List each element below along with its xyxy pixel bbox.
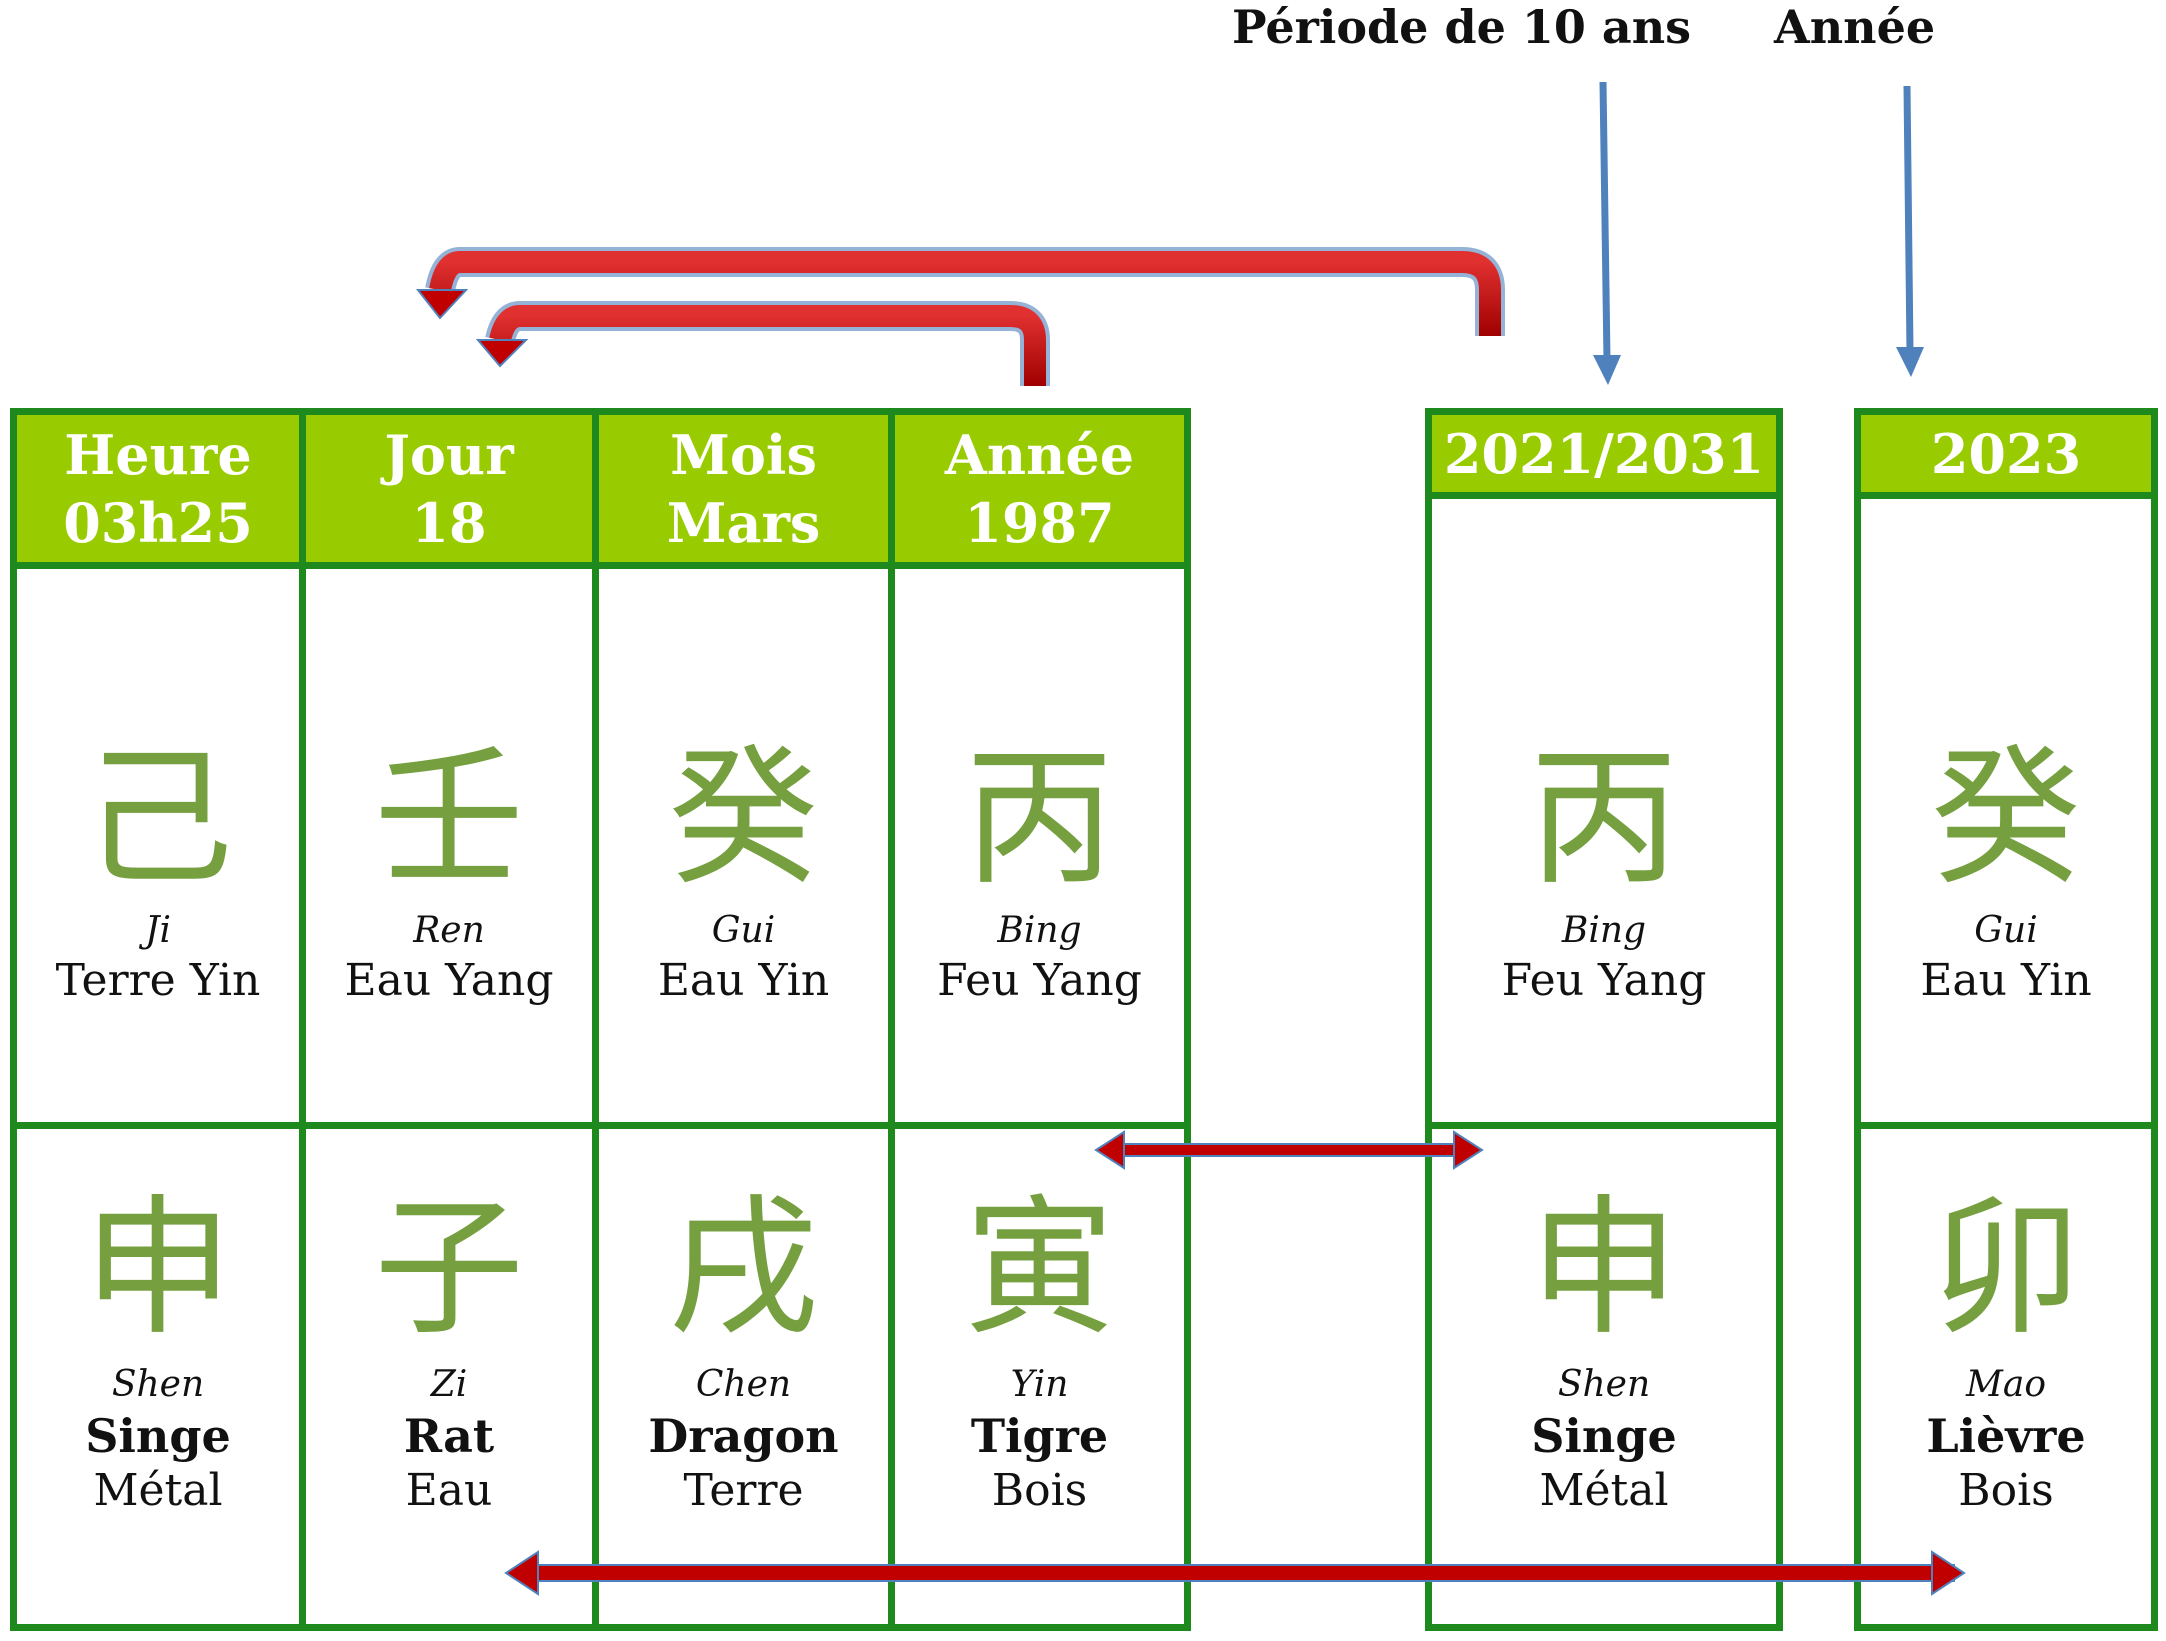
branch-element: Eau <box>405 1465 493 1516</box>
branch-pinyin: Chen <box>695 1364 792 1405</box>
pillar-mois: Mois Mars 癸 Gui Eau Yin 戌 Chen Dragon Te… <box>592 408 895 1631</box>
earthly-branch-cell: 申 Shen Singe Métal <box>1432 1129 1776 1624</box>
earthly-branch-cell: 卯 Mao Lièvre Bois <box>1861 1129 2151 1624</box>
pillar-header: Heure 03h25 <box>17 415 299 569</box>
pillar-jour: Jour 18 壬 Ren Eau Yang 子 Zi Rat Eau <box>299 408 599 1631</box>
stem-glyph: 癸 <box>668 732 819 906</box>
stem-pinyin: Bing <box>1561 910 1647 951</box>
branch-pinyin: Yin <box>1010 1364 1069 1405</box>
pillar-annee-2023: 2023 癸 Gui Eau Yin 卯 Mao Lièvre Bois <box>1854 408 2158 1631</box>
branch-glyph: 申 <box>1528 1182 1679 1356</box>
branch-glyph: 子 <box>373 1182 524 1356</box>
branch-animal: Dragon <box>648 1409 839 1463</box>
branch-element: Métal <box>1539 1465 1669 1516</box>
red-double-arrow-rat-lievre <box>504 1550 1966 1596</box>
heavenly-stem-cell: 丙 Bing Feu Yang <box>1432 499 1776 1129</box>
pillar-header: 2023 <box>1861 415 2151 499</box>
stem-element: Feu Yang <box>937 955 1142 1006</box>
stem-pinyin: Ji <box>145 910 171 951</box>
header-title: Mois <box>670 422 817 487</box>
branch-glyph: 卯 <box>1930 1182 2081 1356</box>
branch-animal: Singe <box>85 1409 231 1463</box>
heavenly-stem-cell: 壬 Ren Eau Yang <box>306 569 592 1129</box>
pillar-header: 2021/2031 <box>1432 415 1776 499</box>
branch-element: Bois <box>1958 1465 2054 1516</box>
header-title: Année <box>944 422 1135 487</box>
stem-pinyin: Gui <box>711 910 776 951</box>
stem-glyph: 壬 <box>373 732 524 906</box>
header-title: Jour <box>384 422 514 487</box>
branch-glyph: 戌 <box>668 1182 819 1356</box>
red-double-arrow-tigre-singe <box>1094 1130 1484 1170</box>
label-periode-10-ans: Période de 10 ans <box>1232 0 1692 54</box>
header-title: 2023 <box>1930 421 2082 486</box>
header-title: Heure <box>64 422 252 487</box>
stem-glyph: 丙 <box>1528 732 1679 906</box>
red-arrow-periode-to-jour <box>415 247 1505 336</box>
header-title: 2021/2031 <box>1443 421 1765 486</box>
stem-pinyin: Bing <box>997 910 1082 951</box>
red-arrow-annee-to-jour <box>475 301 1050 386</box>
heavenly-stem-cell: 癸 Gui Eau Yin <box>1861 499 2151 1129</box>
heavenly-stem-cell: 癸 Gui Eau Yin <box>599 569 888 1129</box>
branch-animal: Rat <box>403 1409 495 1463</box>
branch-glyph: 申 <box>82 1182 233 1356</box>
blue-arrow-annee <box>1896 85 1924 377</box>
stem-glyph: 己 <box>82 732 233 906</box>
header-value: 03h25 <box>63 490 253 555</box>
heavenly-stem-cell: 己 Ji Terre Yin <box>17 569 299 1129</box>
earthly-branch-cell: 子 Zi Rat Eau <box>306 1129 592 1624</box>
stem-pinyin: Gui <box>1974 910 2038 951</box>
stem-glyph: 丙 <box>964 732 1115 906</box>
stem-element: Feu Yang <box>1501 955 1707 1006</box>
pillar-header: Jour 18 <box>306 415 592 569</box>
pillar-periode-10-ans: 2021/2031 丙 Bing Feu Yang 申 Shen Singe M… <box>1425 408 1783 1631</box>
branch-pinyin: Shen <box>111 1364 205 1405</box>
branch-element: Bois <box>991 1465 1088 1516</box>
earthly-branch-cell: 寅 Yin Tigre Bois <box>895 1129 1184 1624</box>
header-value: 1987 <box>964 490 1115 555</box>
label-annee: Année <box>1774 0 1936 54</box>
pillar-header: Année 1987 <box>895 415 1184 569</box>
branch-animal: Lièvre <box>1926 1409 2086 1463</box>
stem-element: Terre Yin <box>55 955 261 1006</box>
earthly-branch-cell: 戌 Chen Dragon Terre <box>599 1129 888 1624</box>
header-value: Mars <box>666 490 821 555</box>
branch-element: Métal <box>93 1465 223 1516</box>
branch-pinyin: Mao <box>1966 1364 2046 1405</box>
branch-animal: Tigre <box>970 1409 1109 1463</box>
branch-pinyin: Zi <box>430 1364 468 1405</box>
earthly-branch-cell: 申 Shen Singe Métal <box>17 1129 299 1624</box>
stem-element: Eau Yin <box>657 955 830 1006</box>
branch-pinyin: Shen <box>1557 1364 1651 1405</box>
heavenly-stem-cell: 丙 Bing Feu Yang <box>895 569 1184 1129</box>
stem-glyph: 癸 <box>1930 732 2081 906</box>
stem-pinyin: Ren <box>413 910 485 951</box>
stem-element: Eau Yin <box>1920 955 2092 1006</box>
branch-element: Terre <box>683 1465 804 1516</box>
pillar-heure: Heure 03h25 己 Ji Terre Yin 申 Shen Singe … <box>10 408 306 1631</box>
header-value: 18 <box>411 490 487 555</box>
branch-animal: Singe <box>1531 1409 1677 1463</box>
blue-arrow-periode <box>1593 81 1621 385</box>
stem-element: Eau Yang <box>344 955 554 1006</box>
pillar-header: Mois Mars <box>599 415 888 569</box>
pillar-annee: Année 1987 丙 Bing Feu Yang 寅 Yin Tigre B… <box>888 408 1191 1631</box>
branch-glyph: 寅 <box>964 1182 1115 1356</box>
